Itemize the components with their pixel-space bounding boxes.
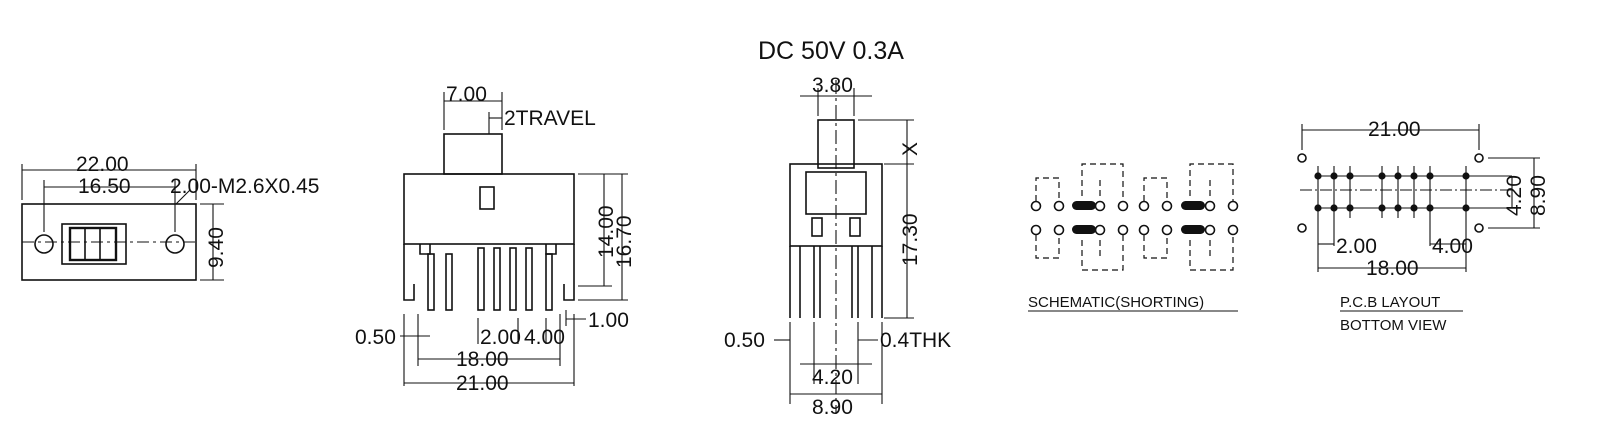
schematic-group-right <box>1138 163 1239 271</box>
contact-bar <box>1072 225 1096 234</box>
front-body <box>403 173 575 245</box>
dim-3-80: 3.80 <box>812 74 853 97</box>
pcb-dim-4-20: 4.20 <box>1503 175 1526 216</box>
contact-bar <box>1181 225 1205 234</box>
dim-thread: 2.00-M2.6X0.45 <box>170 175 319 198</box>
top-view: 22.00 16.50 2.00-M2.6X0.45 9.40 <box>21 153 319 281</box>
dim-4-20: 4.20 <box>812 366 853 389</box>
schematic-group-left <box>1030 163 1129 271</box>
mount-hole-right <box>165 234 185 254</box>
pcb-caption-line1: P.C.B LAYOUT <box>1340 294 1440 311</box>
dim-0-4-thk: 0.4THK <box>880 329 951 352</box>
dim-18-00: 18.00 <box>456 348 509 371</box>
dim-2-travel: 2TRAVEL <box>504 107 596 130</box>
dim-0-50: 0.50 <box>355 326 396 349</box>
side-view: 3.80 X 17.30 0.50 0.4THK 4.20 8.90 <box>724 74 951 419</box>
front-view: 7.00 2TRAVEL 14.00 16.70 1.00 0.50 2.00 … <box>355 83 636 395</box>
dim-17-30: 17.30 <box>899 213 922 266</box>
dim-14-00: 14.00 <box>595 205 618 258</box>
dim-21-00: 21.00 <box>456 372 509 395</box>
front-pins <box>427 247 553 311</box>
schematic: SCHEMATIC(SHORTING) <box>1028 163 1239 312</box>
dim-side-8-90: 8.90 <box>812 396 853 419</box>
contact-bar <box>1181 201 1205 210</box>
pcb-layout: 21.00 4.20 8.90 2.00 4.00 18.00 P.C.B LA… <box>1297 118 1550 334</box>
pcb-caption-line2: BOTTOM VIEW <box>1340 317 1447 334</box>
actuator <box>443 133 503 175</box>
dim-1-00: 1.00 <box>588 309 629 332</box>
dim-22-00: 22.00 <box>76 153 129 176</box>
dim-2-00: 2.00 <box>480 326 521 349</box>
schematic-caption: SCHEMATIC(SHORTING) <box>1028 294 1204 311</box>
rating-label: DC 50V 0.3A <box>758 37 904 65</box>
contact-bar <box>1072 201 1096 210</box>
pcb-holes-top <box>1297 153 1484 180</box>
pcb-dim-4-00: 4.00 <box>1432 235 1473 258</box>
dim-4-00: 4.00 <box>524 326 565 349</box>
actuator-slot <box>479 186 495 210</box>
dim-16-70: 16.70 <box>613 215 636 268</box>
pcb-dim-21-00: 21.00 <box>1368 118 1421 141</box>
slider-knob <box>68 226 118 262</box>
mount-hole-left <box>34 234 54 254</box>
dim-16-50: 16.50 <box>78 175 131 198</box>
dim-7-00: 7.00 <box>446 83 487 106</box>
pcb-dim-8-90: 8.90 <box>1527 175 1550 216</box>
pcb-dim-2-00: 2.00 <box>1336 235 1377 258</box>
slider-window <box>61 223 127 265</box>
dim-9-40: 9.40 <box>205 227 228 268</box>
dim-x: X <box>899 142 922 156</box>
pcb-dim-18-00: 18.00 <box>1366 257 1419 280</box>
dim-side-0-50: 0.50 <box>724 329 765 352</box>
